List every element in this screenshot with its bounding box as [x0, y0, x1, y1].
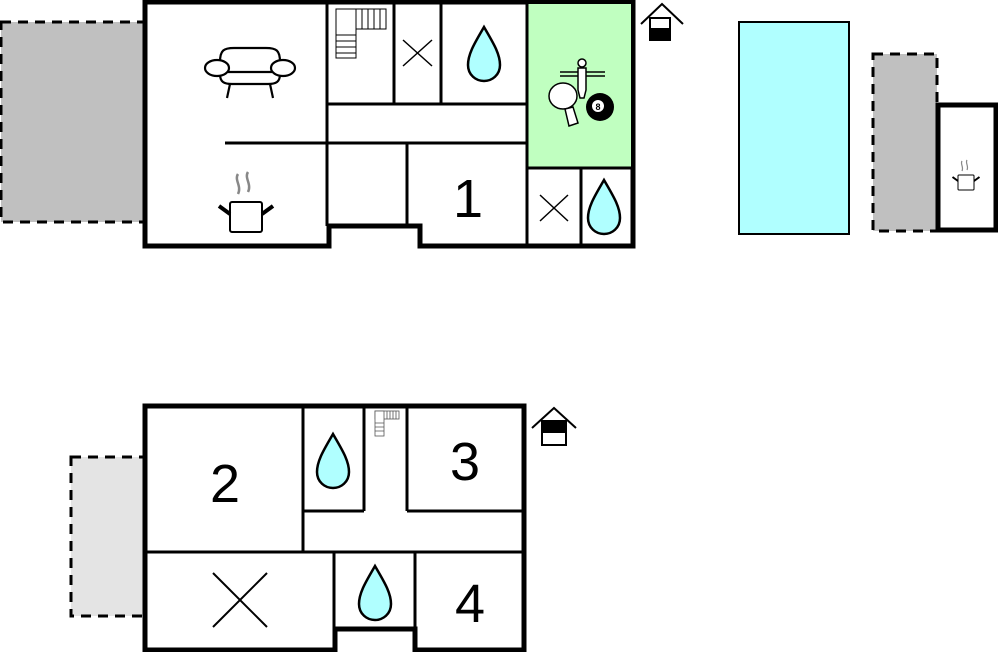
bedroom-number: 1: [453, 169, 483, 229]
x-toilet-icon: [539, 194, 569, 222]
house-first-floor-icon: [531, 406, 577, 446]
games-icon: 8: [548, 58, 614, 127]
house-ground-floor-icon: [640, 2, 684, 41]
x-toilet-icon: [402, 39, 433, 67]
ground-floor: 1 8: [0, 0, 684, 249]
stairs-icon: [374, 410, 400, 437]
bedroom-number: 2: [210, 454, 240, 514]
terrace-first-floor: [69, 455, 148, 618]
first-floor: 2 3 4: [69, 403, 577, 652]
billiard-ball-label: 8: [595, 102, 600, 112]
x-toilet-icon: [212, 572, 268, 628]
bedroom-number: 3: [450, 432, 480, 492]
terrace-east: [871, 52, 939, 233]
bedroom-number: 4: [455, 574, 485, 634]
sofa-icon: [203, 46, 297, 99]
stairs-icon: [335, 8, 387, 59]
pool: [738, 21, 850, 235]
outdoor-area: [738, 21, 998, 235]
terrace-west: [0, 20, 147, 224]
